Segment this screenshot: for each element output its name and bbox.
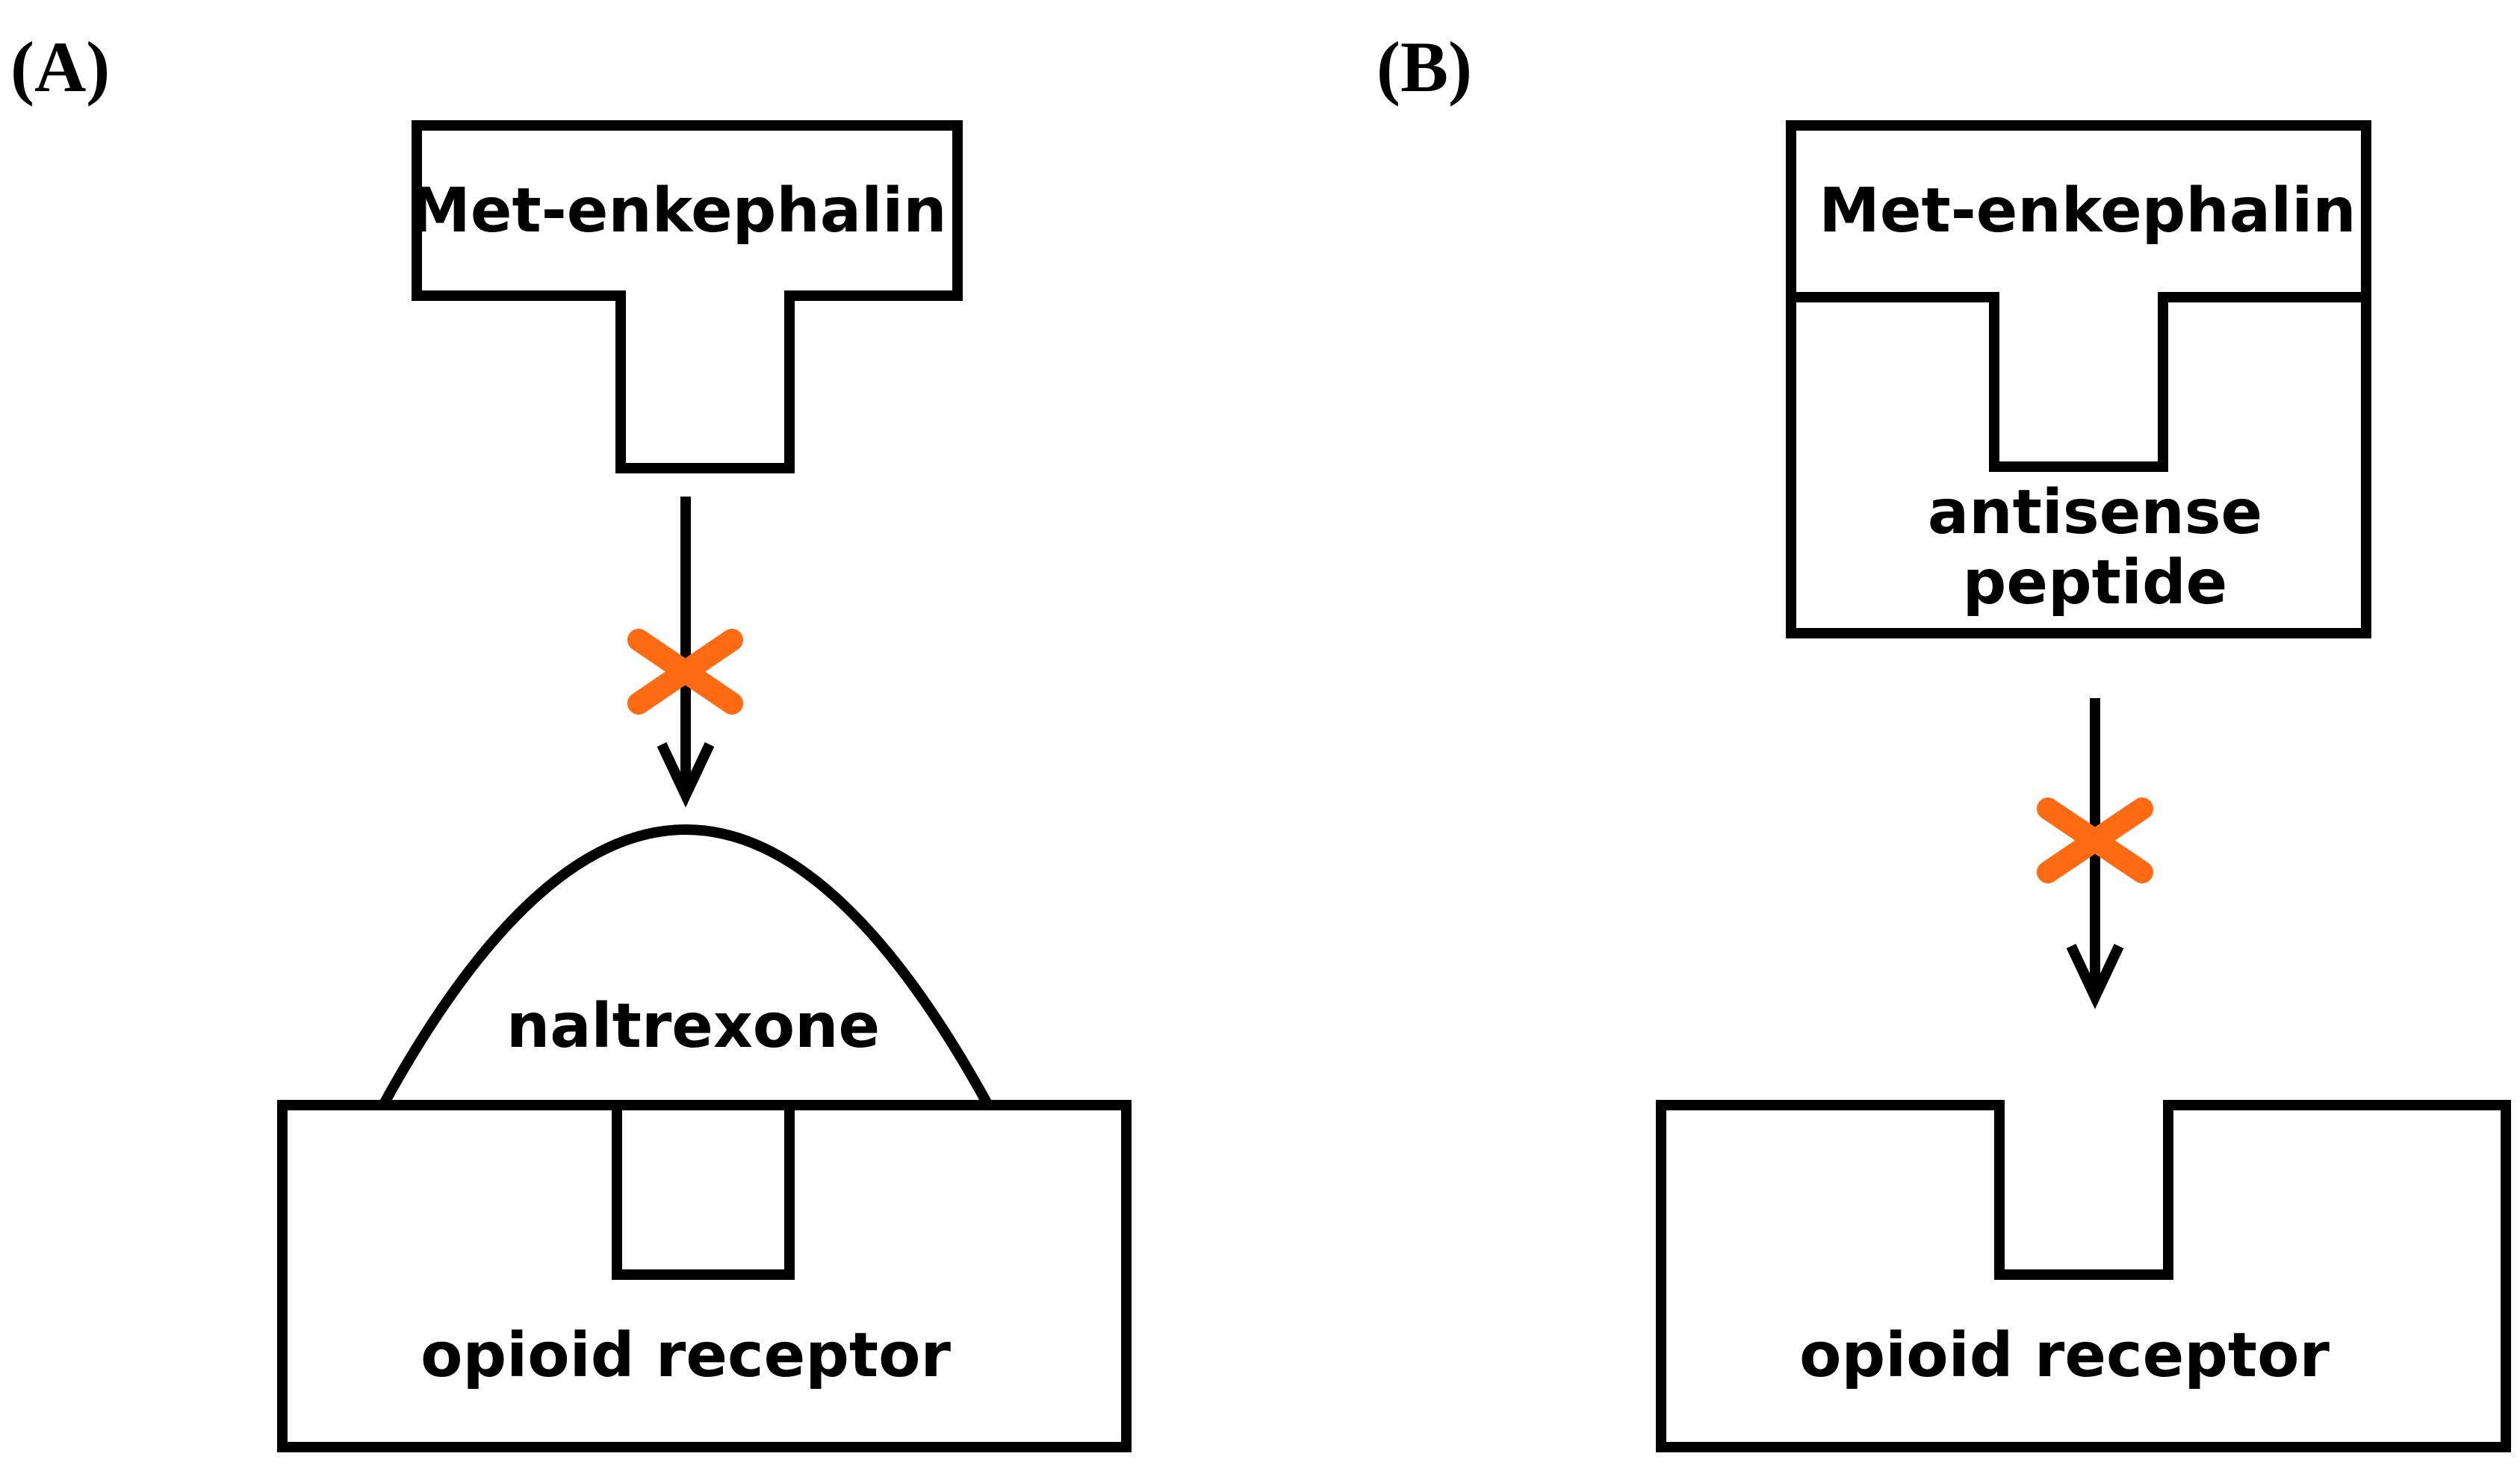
blocker-label-a: naltrexone [506, 991, 880, 1062]
blocker-label-b-line2: peptide [1963, 547, 2228, 618]
receptor-shape-b: opioid receptor [1656, 1100, 2511, 1452]
panel-label-a: (A) [10, 27, 110, 107]
cross-icon [2037, 797, 2153, 883]
cross-icon [627, 629, 743, 715]
receptor-shape-a: opioid receptor [277, 1100, 1132, 1452]
receptor-label-a: opioid receptor [420, 1320, 951, 1391]
ligand-shape-a: Met-enkephalin [409, 120, 963, 473]
ligand-label-b: Met-enkephalin [1819, 175, 2356, 246]
blocker-label-b-line1: antisense [1928, 477, 2262, 548]
blocker-shape-a: naltrexone [374, 824, 997, 1110]
receptor-label-b: opioid receptor [1799, 1320, 2330, 1391]
binding-arrow-a [657, 497, 715, 808]
panel-label-b: (B) [1377, 27, 1472, 107]
ligand-label-a: Met-enkephalin [409, 175, 946, 246]
panel-a: (A) Met-enkephalin naltrexone opioid rec… [10, 27, 1132, 1452]
ligand-complex-b: Met-enkephalin antisense peptide [1786, 120, 2371, 638]
panel-b: (B) Met-enkephalin antisense peptide opi… [1377, 27, 2511, 1452]
